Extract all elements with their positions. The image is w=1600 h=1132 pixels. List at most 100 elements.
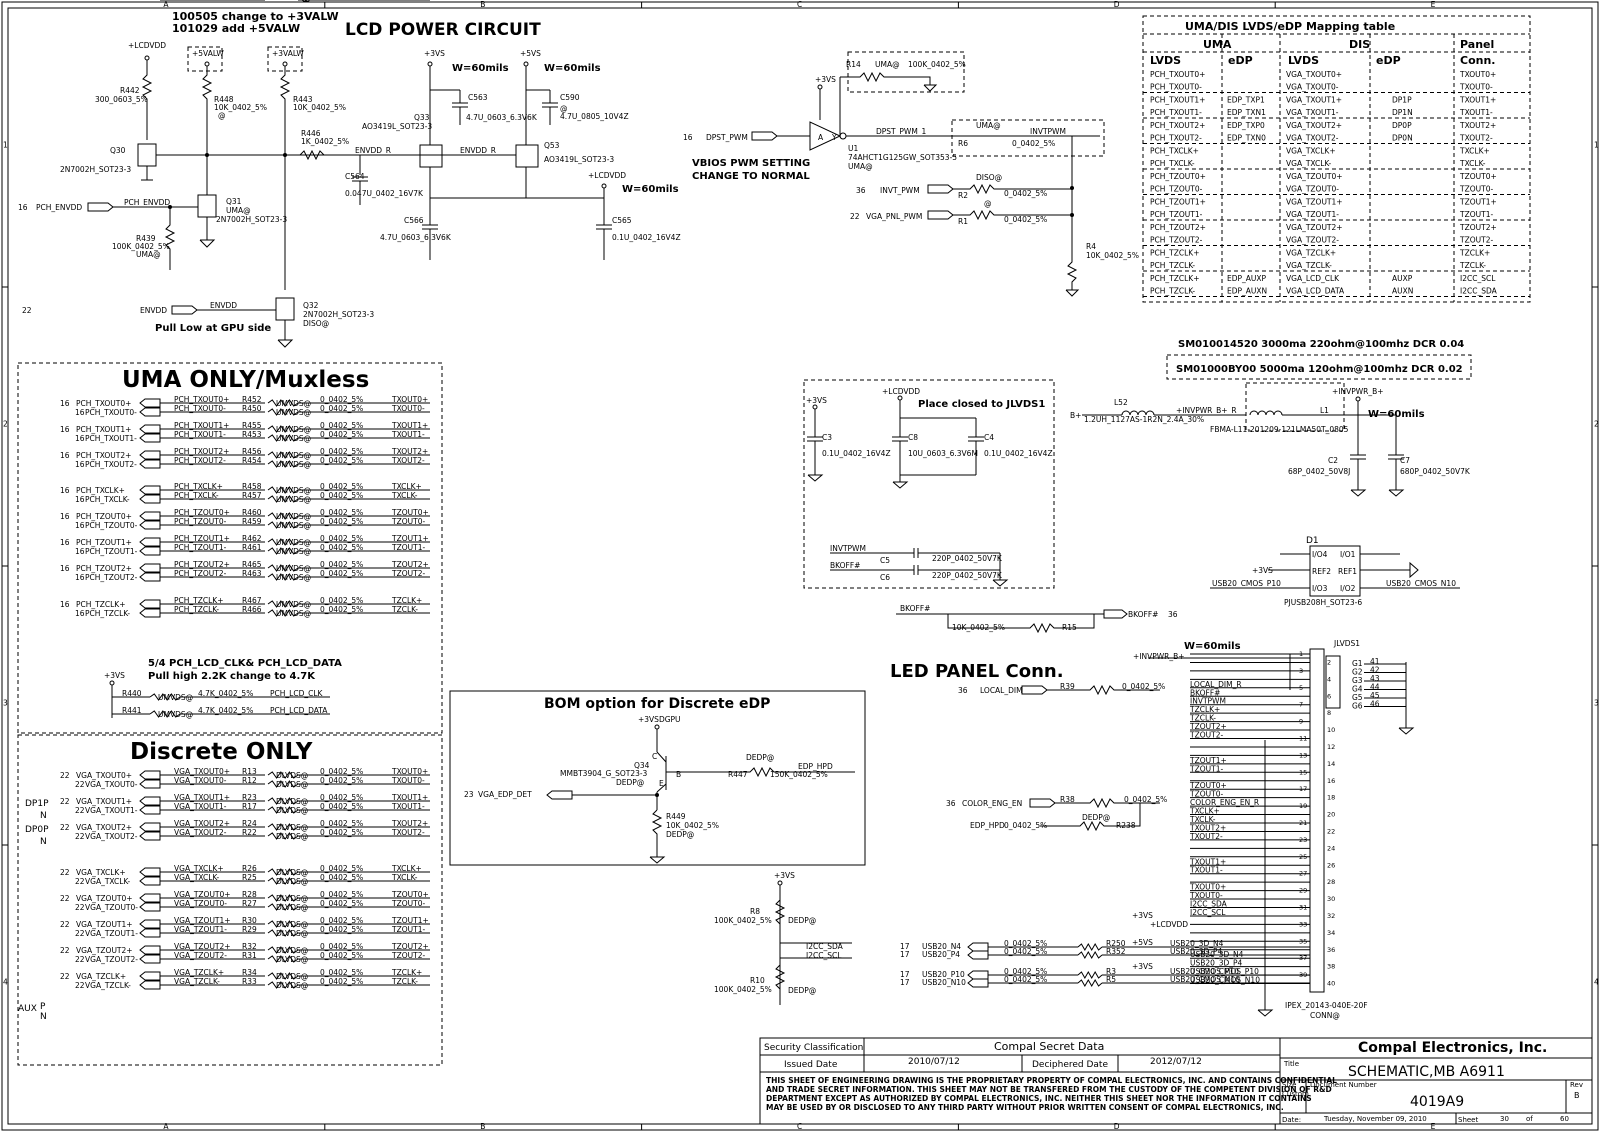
q32-value: 2N7002H_SOT23-3 [303,310,374,319]
table-cell: EDP_TXN0 [1227,134,1266,143]
disclaimer-line: MAY BE USED BY OR DISCLOSED TO ANY THIRD… [766,1103,1284,1112]
invpwr-b-net: +INVPWR_B+ [1332,387,1384,396]
table-cell: DP1N [1392,108,1413,117]
c566-ref: C566 [404,216,424,225]
schematic-title: SCHEMATIC,MB A6911 [1348,1064,1505,1080]
resistor-ref: R31 [242,951,257,960]
net-5vs-q53: +5VS [520,49,541,58]
signal-source-label: VGA_TZOUT0+ [76,894,133,903]
resistor-option: UMVDS@ [276,425,311,434]
bom-3vsdgpu: +3VSDGPU [638,715,681,724]
resistor-value: 0_0402_5% [320,404,363,413]
led-panel-connector: LED PANEL Conn. W=60mils +INVPWR_B+ JLVD… [890,639,1415,1020]
resistor-option: DLVDS@ [276,806,308,815]
conn-lcdvdd: +LCDVDD [1150,920,1188,929]
r449-option: DEDP@ [666,830,694,839]
q32-ref: Q32 [303,301,319,310]
resistor-ref: R9 [242,0,252,2]
q31-ref: Q31 [226,197,242,206]
signal-pin: 16 [60,538,70,547]
signal-dest-name: TXOUT0- [391,404,425,413]
signal-pin: 16 [60,0,70,2]
color-eng-label: COLOR_ENG_EN [962,799,1022,808]
connector-pin-number: 10 [1327,726,1335,734]
resistor-symbol [267,771,299,779]
port-symbol [139,424,161,434]
table-cell: TZOUT0+ [1459,172,1497,181]
signal-dest-name: I2CC_SDA [392,0,430,2]
q53-ref: Q53 [544,141,560,150]
table-cell: DP1P [1392,96,1412,105]
c563-value: 4.7U_0603_6.3V6K [466,113,538,122]
table-cell: EDP_AUXP [1227,274,1267,283]
header-edp-uma: eDP [1228,54,1253,67]
c3-ref: C3 [822,433,832,442]
u1-option: UMA@ [848,162,873,171]
table-cell: PCH_TZOUT2+ [1150,223,1206,232]
signal-net-name: PCH_TZOUT0+ [174,508,230,517]
r442-ref: R442 [120,86,140,95]
signal-dest-name: TZOUT0+ [391,890,429,899]
table-cell: TZOUT2- [1459,236,1493,245]
connector-signal: TZOUT0+ [1189,781,1227,790]
resistor-value: 0_0402_5% [320,925,363,934]
signal-source-label: VGA_TZOUT2+ [76,946,133,955]
conn-3vs-2: +3VS [1132,962,1153,971]
signal-source-label: PCH_TZOUT2- [85,573,138,582]
connector-signal: TZOUT2+ [1189,722,1227,731]
signal-net-name: VGA_TXOUT2+ [174,819,230,828]
l52-ref: L52 [1114,398,1128,407]
table-cell: VGA_TXCLK+ [1286,147,1336,156]
uma-note-1: 5/4 PCH_LCD_CLK& PCH_LCD_DATA [148,658,342,669]
connector-pin-number: 28 [1327,878,1335,886]
resistor-value: 0_0402_5% [320,776,363,785]
r1-ref: R1 [958,217,968,226]
signal-pin: 16 [75,495,85,504]
r15-ref: R15 [1062,623,1077,632]
resistor-symbol [267,521,299,529]
bom-option-box: BOM option for Discrete eDP +3VSDGPU C B… [449,690,866,866]
uma-note-2: Pull high 2.2K change to 4.7K [148,671,316,682]
c8-value: 10U_0603_6.3V6M [908,449,978,458]
side-aux: AUX [18,1004,37,1014]
q53-value: AO3419L_SOT23-3 [544,155,614,164]
connector-signal: TXOUT2- [1189,832,1223,841]
table-cell: VGA_TXOUT1+ [1286,96,1342,105]
port-symbol [139,546,161,556]
signal-net-name: PCH_LCD_CLK [174,0,228,2]
table-cell: TZCLK- [1459,261,1486,270]
c564-ref: C564 [345,172,365,181]
signal-net-name: PCH_TXOUT0+ [174,395,229,404]
table-cell: EDP_TXN1 [1227,108,1266,117]
date-value: Tuesday, November 09, 2010 [1323,1115,1427,1123]
c4-ref: C4 [984,433,994,442]
signal-pin: 16 [75,609,85,618]
pwm-section: R14 UMA@ 100K_0402_5% +3VS A Y U1 74AHCT… [683,51,1139,297]
table-cell: PCH_TXOUT0+ [1150,70,1205,79]
table-cell: PCH_TZOUT1- [1150,210,1203,219]
connector-pin-number: 26 [1327,861,1335,869]
signal-dest-name: TZOUT0- [391,899,425,908]
connector-pin-number: 16 [1327,777,1335,785]
resistor-value: 0_0402_5% [320,0,363,2]
grid-row-label: 4 [3,978,8,987]
table-cell: VGA_LCD_CLK [1286,274,1340,283]
resistor-symbol [1077,978,1103,988]
resistor-ref: R26 [242,864,257,873]
group-panel: Panel [1460,38,1494,51]
usb-resistor-ref: R352 [1106,947,1126,956]
resistor-value: 0_0402_5% [320,482,363,491]
decoupling-caps-box: +3VS +LCDVDD Place closed to JLVDS1 C3 0… [803,379,1055,589]
table-cell: TXOUT2+ [1459,121,1496,130]
q34-value: MMBT3904_G_SOT23-3 [560,769,648,778]
signal-source-label: PCH_TXOUT1- [85,434,137,443]
ground-pin-number: 42 [1370,666,1380,675]
signal-pin: 22 [60,868,70,877]
table-cell: VGA_TZOUT2- [1286,236,1339,245]
table-cell: PCH_TXOUT2- [1150,134,1202,143]
signal-source-label: PCH_TXCLK- [85,495,130,504]
r439-ref: R439 [136,234,156,243]
signal-dest-name: TXOUT0+ [391,395,428,404]
net-3valw: +3VALW [272,49,304,58]
